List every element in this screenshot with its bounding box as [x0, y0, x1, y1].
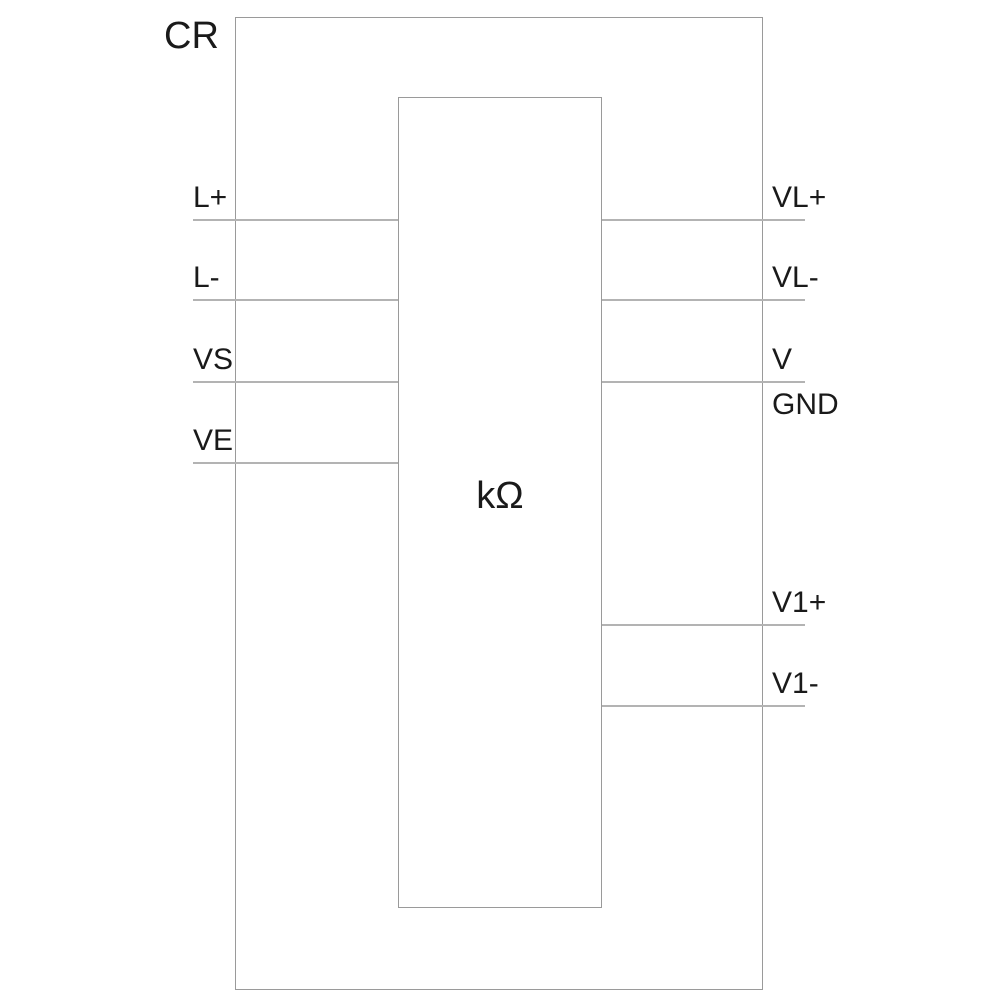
wire-l-plus: [193, 219, 398, 221]
wire-vl-plus: [601, 219, 805, 221]
pin-label-vl-plus: VL+: [772, 181, 827, 214]
pin-label-gnd: GND: [772, 388, 839, 421]
pin-label-vs: VS: [193, 343, 234, 376]
device-outline-box: [235, 17, 763, 990]
wire-vl-minus: [601, 299, 805, 301]
inner-component-box: [398, 97, 602, 908]
pin-label-v1-minus: V1-: [772, 667, 819, 700]
pin-label-v: V: [772, 343, 793, 376]
reference-designator-label: CR: [164, 15, 219, 57]
pin-label-ve: VE: [193, 424, 234, 457]
wire-v-gnd: [601, 381, 805, 383]
pin-label-l-minus: L-: [193, 261, 220, 294]
wire-vs: [193, 381, 398, 383]
wire-l-minus: [193, 299, 398, 301]
wire-ve: [193, 462, 398, 464]
wire-v1-minus: [601, 705, 805, 707]
wire-v1-plus: [601, 624, 805, 626]
pin-label-l-plus: L+: [193, 181, 228, 214]
pin-label-v1-plus: V1+: [772, 586, 827, 619]
component-value-label: kΩ: [476, 475, 524, 517]
pin-label-vl-minus: VL-: [772, 261, 819, 294]
